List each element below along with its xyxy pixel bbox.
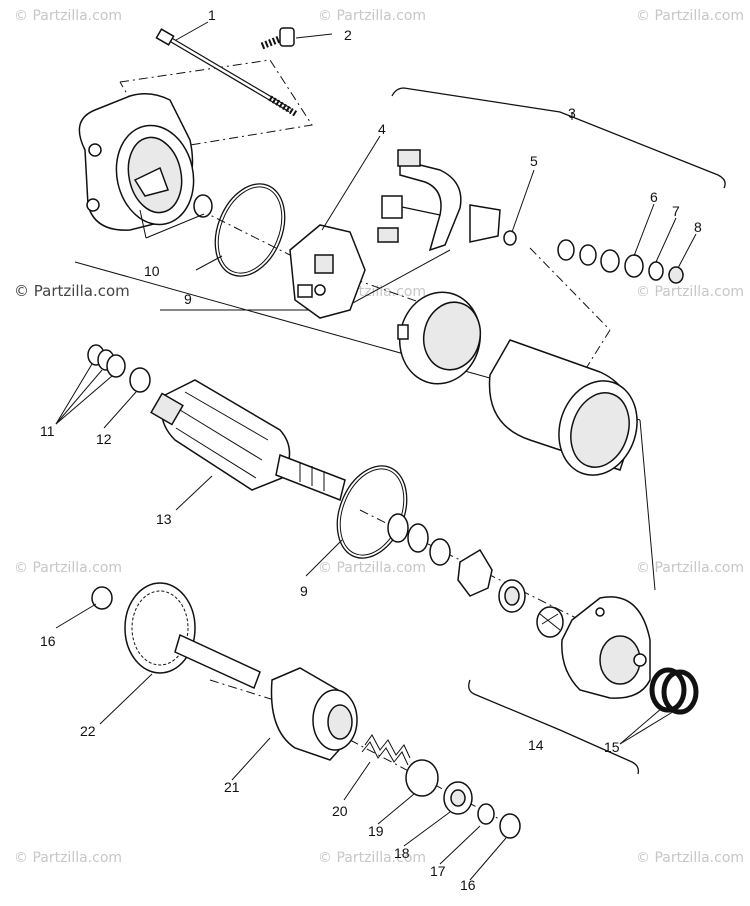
part-drive-end-housing[interactable]: [561, 596, 651, 699]
watermark-tile: © Partzilla.com: [318, 8, 426, 24]
callout-20[interactable]: 20: [332, 803, 348, 819]
part-o-ring-top[interactable]: [202, 174, 297, 287]
callout-10[interactable]: 10: [144, 263, 160, 279]
part-washer-16-bottom[interactable]: [499, 813, 521, 839]
part-field-yoke[interactable]: [488, 339, 649, 485]
callout-16-bottom[interactable]: 16: [460, 877, 476, 893]
watermark-tile: © Partzilla.com: [636, 560, 744, 576]
watermark-tile: © Partzilla.com: [318, 850, 426, 866]
callout-13[interactable]: 13: [156, 511, 172, 527]
callout-1[interactable]: 1: [208, 7, 216, 23]
callout-19[interactable]: 19: [368, 823, 384, 839]
part-bearing-18-inner: [450, 789, 466, 807]
watermark-tile: © Partzilla.com: [14, 560, 122, 576]
callout-2[interactable]: 2: [344, 27, 352, 43]
callout-21[interactable]: 21: [224, 779, 240, 795]
part-through-bolt[interactable]: [155, 28, 298, 117]
callout-22[interactable]: 22: [80, 723, 96, 739]
part-brush-housing-ring[interactable]: [391, 285, 488, 392]
part-overrunning-clutch[interactable]: [270, 667, 358, 761]
part-brush-holder-plate[interactable]: [289, 224, 366, 319]
callout-15[interactable]: 15: [604, 739, 620, 755]
callout-6[interactable]: 6: [650, 189, 658, 205]
part-spring-20[interactable]: [361, 734, 411, 766]
watermark-tile: © Partzilla.com: [636, 8, 744, 24]
callout-11[interactable]: 11: [40, 423, 55, 439]
bracket-3: [391, 87, 726, 189]
callout-17[interactable]: 17: [430, 863, 446, 879]
watermark-main: © Partzilla.com: [14, 282, 130, 300]
watermark-tile: © Partzilla.com: [636, 850, 744, 866]
part-washer-16-top[interactable]: [91, 586, 113, 610]
part-o-ring-middle-inner: [339, 468, 405, 556]
leader-lines: [55, 21, 697, 881]
watermark-tile: © Partzilla.com: [318, 560, 426, 576]
watermark-tile: © Partzilla.com: [636, 284, 744, 300]
callout-14[interactable]: 14: [528, 737, 544, 753]
part-washer-5: [503, 230, 517, 246]
callout-7[interactable]: 7: [672, 203, 680, 219]
part-o-ring-middle[interactable]: [324, 456, 419, 569]
watermark-tile: © Partzilla.com: [14, 8, 122, 24]
callout-8[interactable]: 8: [694, 219, 702, 235]
callout-3[interactable]: 3: [568, 105, 576, 121]
part-brush-set[interactable]: [377, 149, 501, 252]
callout-12[interactable]: 12: [96, 431, 112, 447]
part-o-ring-pair[interactable]: [649, 667, 699, 715]
callout-18[interactable]: 18: [394, 845, 410, 861]
part-pinion-shaft[interactable]: [124, 582, 261, 690]
bracket-14: [468, 679, 640, 775]
callout-16-top[interactable]: 16: [40, 633, 56, 649]
part-washer-12[interactable]: [129, 367, 151, 393]
callout-labels: 1 2 3 4 5 6 7 8 9 9 10 11 12 13 14 15 16…: [40, 7, 702, 893]
part-armature[interactable]: [150, 379, 346, 502]
part-screw[interactable]: [260, 27, 295, 50]
callout-5[interactable]: 5: [530, 153, 538, 169]
callout-9-middle[interactable]: 9: [300, 583, 308, 599]
callout-9-top[interactable]: 9: [184, 291, 192, 307]
callout-4[interactable]: 4: [378, 121, 386, 137]
part-end-cover[interactable]: [78, 93, 213, 232]
watermark-tile: © Partzilla.com: [14, 850, 122, 866]
part-o-ring-top-inner: [217, 186, 283, 274]
part-middle-washers[interactable]: [387, 513, 564, 638]
washer-group-top[interactable]: [503, 230, 684, 284]
part-clip-17[interactable]: [477, 803, 495, 825]
part-stop-collar-19[interactable]: [405, 759, 439, 797]
part-shim-set[interactable]: [87, 344, 126, 378]
